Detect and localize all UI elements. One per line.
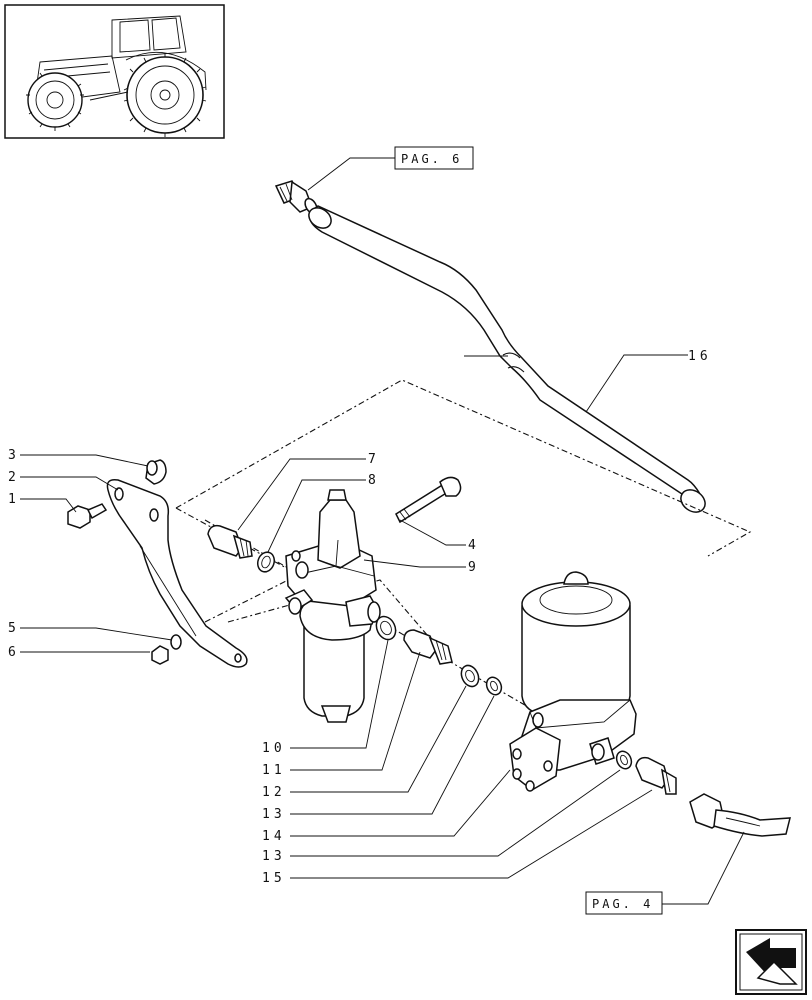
callout-7: 7	[368, 452, 380, 467]
spacer-3	[145, 459, 167, 485]
callout-1: 1	[8, 492, 20, 507]
union-fitting-11	[403, 629, 453, 665]
washer-13-lower	[615, 750, 633, 770]
o-ring-8	[256, 551, 276, 573]
washer-5	[170, 634, 182, 650]
callout-13-upper: 13	[262, 807, 286, 822]
mounting-bracket	[106, 478, 248, 668]
fitting-15	[635, 756, 677, 795]
page-reference-bottom[interactable]: PAG. 4	[585, 891, 663, 915]
callout-5: 5	[8, 621, 20, 636]
page-reference-bottom-label: PAG. 4	[592, 897, 653, 911]
callout-15: 15	[262, 871, 286, 886]
callout-16: 16	[688, 349, 712, 364]
callout-8: 8	[368, 473, 380, 488]
fitting-7	[207, 524, 253, 559]
callout-6: 6	[8, 645, 20, 660]
nut-6	[151, 645, 169, 665]
hose-end-bottom	[689, 793, 791, 837]
tractor-thumbnail-icon	[4, 4, 225, 139]
callout-12: 12	[262, 785, 286, 800]
callout-10: 10	[262, 741, 286, 756]
hose-fitting-top	[274, 180, 318, 215]
washer-10	[375, 615, 397, 641]
callout-3: 3	[8, 448, 20, 463]
next-page-arrow-icon[interactable]	[735, 929, 807, 995]
callout-13-lower: 13	[262, 849, 286, 864]
page-reference-top[interactable]: PAG. 6	[394, 146, 474, 170]
page-reference-top-label: PAG. 6	[401, 152, 462, 166]
callout-11: 11	[262, 763, 286, 778]
callout-4: 4	[468, 538, 480, 553]
bolt-1	[67, 503, 108, 529]
hose-16	[308, 205, 706, 513]
valve-body-9	[284, 489, 381, 723]
callout-2: 2	[8, 470, 20, 485]
dryer-valve-assembly-14	[509, 571, 637, 792]
callout-9: 9	[468, 560, 480, 575]
long-bolt-4	[395, 476, 462, 524]
washer-12	[460, 664, 480, 688]
washer-13-upper	[485, 676, 503, 696]
callout-14: 14	[262, 829, 286, 844]
